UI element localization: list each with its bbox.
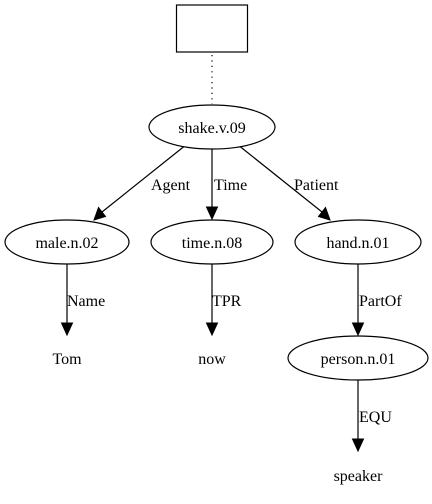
edge-equ-arrowhead [351, 438, 365, 453]
edge-partof-arrowhead [351, 322, 365, 337]
edge-agent-line [101, 146, 185, 213]
edge-agent-arrowhead [93, 206, 107, 221]
edge-partof: PartOf [351, 264, 402, 337]
edge-patient-label: Patient [294, 177, 339, 194]
edge-tpr: TPR [205, 264, 242, 337]
node-shake-label: shake.v.09 [178, 120, 245, 137]
node-hand-label: hand.n.01 [326, 235, 389, 252]
edge-equ-label: EQU [359, 409, 392, 426]
leaf-tom: Tom [52, 351, 82, 368]
edge-tpr-label: TPR [212, 293, 242, 310]
edge-time-arrowhead [205, 206, 219, 221]
edge-time-label: Time [214, 177, 247, 194]
edge-patient-arrowhead [317, 206, 331, 221]
leaf-speaker: speaker [334, 468, 384, 485]
leaf-now: now [198, 351, 226, 368]
edge-partof-label: PartOf [359, 293, 402, 310]
edge-name-arrowhead [60, 322, 74, 337]
node-shake: shake.v.09 [148, 104, 276, 150]
node-time-label: time.n.08 [182, 235, 242, 252]
node-person-label: person.n.01 [321, 351, 396, 368]
edge-agent-label: Agent [151, 177, 191, 194]
edge-name-label: Name [67, 293, 105, 310]
edge-equ: EQU [351, 380, 392, 453]
edge-patient: Patient [239, 146, 339, 221]
node-person: person.n.01 [287, 335, 429, 381]
node-hand: hand.n.01 [294, 219, 422, 265]
edge-patient-line [239, 146, 323, 213]
edge-agent: Agent [93, 146, 191, 221]
node-time: time.n.08 [150, 219, 274, 265]
edge-time: Time [205, 149, 247, 221]
edge-tpr-arrowhead [205, 322, 219, 337]
node-male: male.n.02 [4, 219, 130, 265]
root-box-node [175, 4, 249, 53]
edge-name: Name [60, 264, 105, 337]
node-male-label: male.n.02 [35, 235, 98, 252]
